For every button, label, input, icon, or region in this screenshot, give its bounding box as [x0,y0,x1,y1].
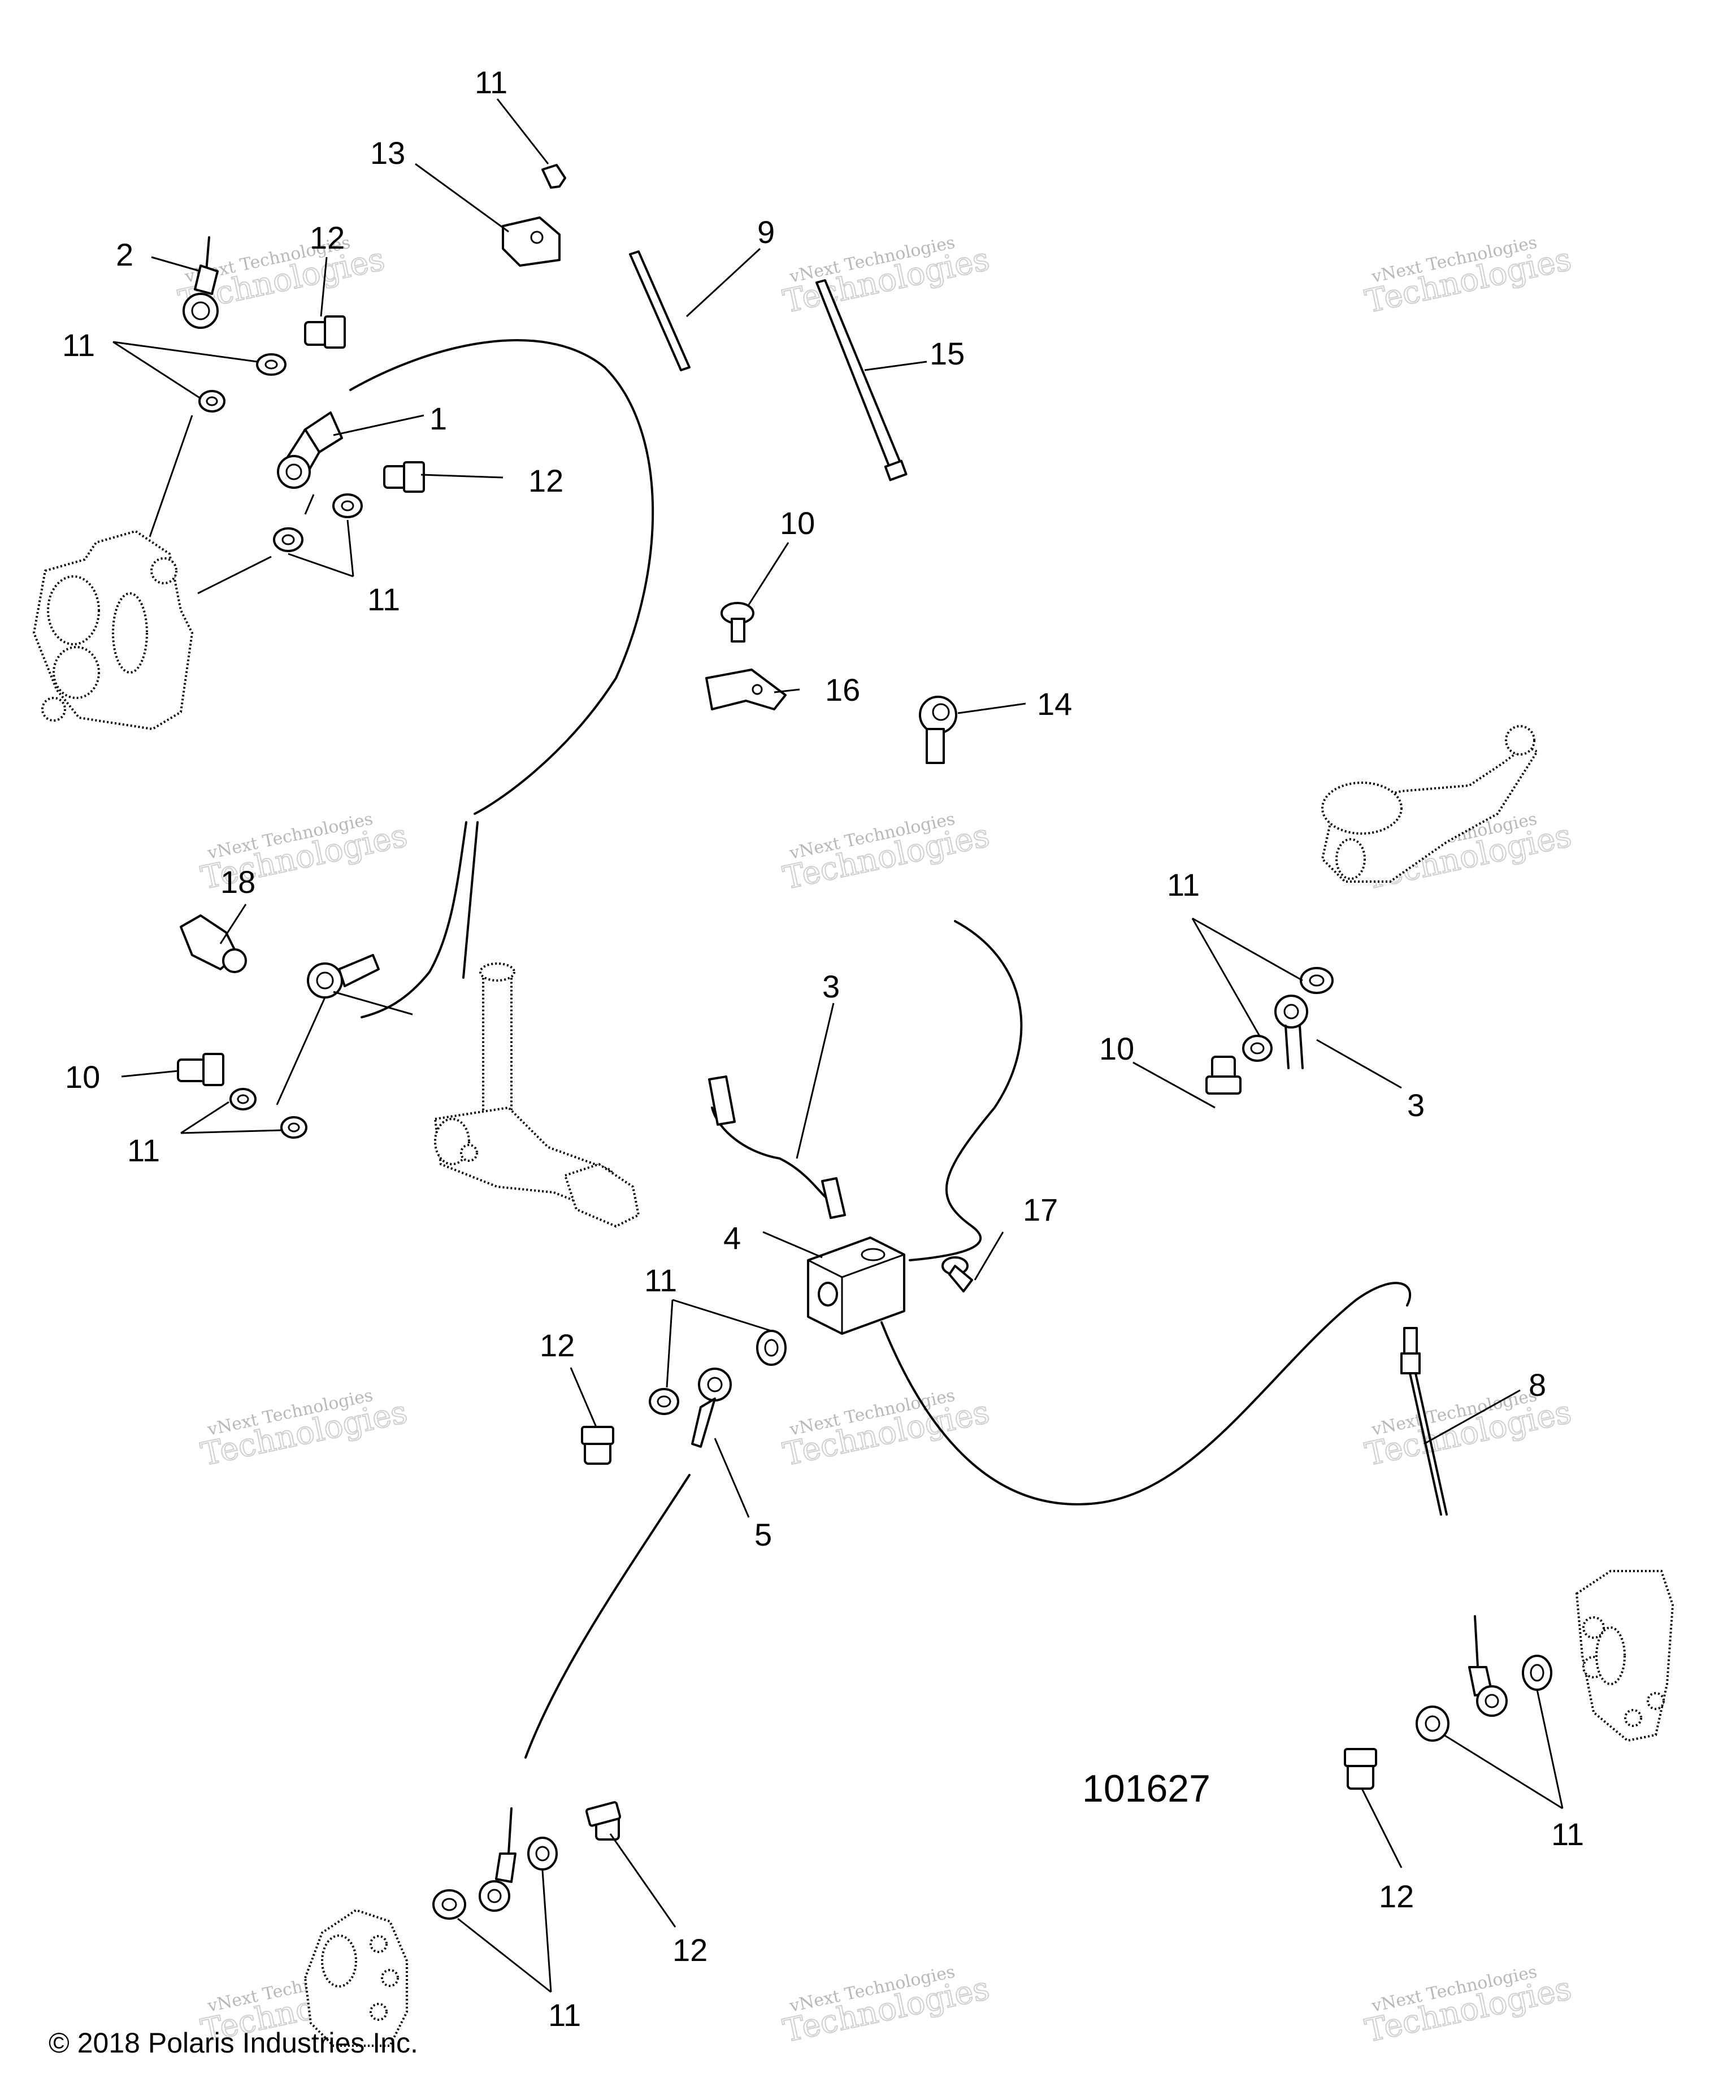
callout-11-top-left: 11 [62,327,95,363]
watermark-top-right: vNext Technologies Technologies [1361,233,1575,321]
figure-number: 101627 [1082,1767,1210,1810]
callout-11-right: 11 [1167,867,1200,903]
callout-14: 14 [1037,686,1072,722]
part-12-banjo-bolt-center [581,1426,614,1465]
copyright-notice: © 2018 Polaris Industries Inc. [49,2027,418,2059]
part-10-bolt-left [177,1053,224,1086]
part-11-washer-j [1242,1035,1273,1062]
brake-line-center-s [909,920,1023,1261]
part-11-washer-k [1522,1655,1552,1691]
part-11-washer-h [649,1388,679,1415]
front-left-caliper [32,530,194,731]
part-11-washer-e [229,1088,257,1110]
watermark-low-left: vNext Technologies Technologies [197,1386,411,1474]
part-11-washer-d [273,527,303,552]
master-cylinder [433,962,640,1228]
callout-1: 1 [429,401,447,436]
callout-11-center: 11 [644,1262,677,1298]
handlebar-master-cylinder [1321,725,1539,883]
watermark-mid-center: vNext Technologies Technologies [779,809,993,897]
callout-12-rear-left: 12 [672,1932,708,1968]
brake-line-main-front [349,339,654,815]
watermark-top-center: vNext Technologies Technologies [779,233,993,321]
part-1-banjo-fitting [277,411,343,489]
callout-11-rear-right: 11 [1551,1816,1584,1852]
part-3-brake-line-center [708,1075,846,1219]
callout-4: 4 [723,1220,741,1256]
rear-left-banjo-fitting [479,1807,517,1912]
callout-18: 18 [220,864,255,900]
part-9-bolt [721,602,754,643]
callout-12-middle: 12 [528,463,563,498]
part-15-cable-tie [815,279,908,481]
part-17-bolt [941,1256,973,1292]
rear-left-caliper [303,1908,408,2047]
part-7-pin [629,250,691,371]
callout-2: 2 [116,237,133,272]
part-16-clamp [705,669,787,710]
part-4-block [807,1236,905,1335]
part-12-banjo-bolt-middle [383,461,425,493]
part-18-fitting [180,914,247,973]
rear-right-caliper [1575,1570,1674,1742]
brake-line-rear-left [524,1474,691,1759]
part-11-washer-f [280,1116,307,1139]
callout-16: 16 [825,672,860,708]
rear-right-banjo-fitting [1468,1615,1508,1717]
part-3-banjo-fitting-right [1274,995,1308,1069]
callout-9: 10 [780,505,815,541]
callout-15: 15 [930,336,965,371]
part-11-washer-b [198,390,225,413]
callout-11-left: 11 [127,1133,160,1168]
part-14-fitting [919,696,957,764]
part-11-washer-i [1300,967,1334,994]
part-12-banjo-bolt-right [1344,1748,1377,1790]
watermark-bottom-center: vNext Technologies Technologies [779,1962,993,2050]
watermark-bottom-right: vNext Technologies Technologies [1361,1962,1575,2050]
callout-11-middle: 11 [367,582,400,617]
watermark-low-center: vNext Technologies Technologies [779,1386,993,1474]
callout-8: 8 [1529,1367,1546,1403]
part-2-banjo-fitting [183,236,219,329]
part-13-bracket [502,216,561,267]
callout-12-top: 12 [310,220,345,255]
brake-line-front-lower [361,821,467,1018]
callout-3-center: 3 [822,969,840,1004]
part-8-brake-line-fitting [1400,1327,1448,1516]
part-11-washer-a [256,353,287,376]
leader-lines [112,98,1564,1993]
brake-line-front-lower-2 [462,821,479,979]
callout-5: 5 [754,1517,772,1552]
part-11-washer-l [1416,1706,1449,1742]
part-12-banjo-bolt-left [585,1801,622,1841]
master-cylinder-banjo-fitting [307,954,380,999]
part-5-banjo-fitting [691,1368,732,1448]
callout-12-rear-right: 12 [1379,1878,1414,1914]
part-11-washer-n [432,1889,466,1920]
callout-6: 11 [475,64,507,100]
callout-3-right: 3 [1407,1087,1425,1123]
callout-13: 13 [370,135,405,171]
part-12-banjo-bolt-top [304,315,346,349]
callout-11-rear-left: 11 [548,1997,581,2033]
callout-12-center: 12 [540,1327,575,1363]
callout-10-left: 10 [65,1059,100,1095]
brake-line-rear-right [880,1282,1411,1505]
callout-7: 9 [757,214,775,250]
part-11-washer-g [756,1330,787,1366]
part-11-washer-c [332,493,363,518]
part-11-washer-m [527,1837,558,1871]
callout-17: 17 [1023,1192,1058,1227]
callout-10-right: 10 [1099,1031,1134,1066]
part-6-bolt [541,164,566,189]
part-10-bolt-right [1205,1056,1242,1095]
